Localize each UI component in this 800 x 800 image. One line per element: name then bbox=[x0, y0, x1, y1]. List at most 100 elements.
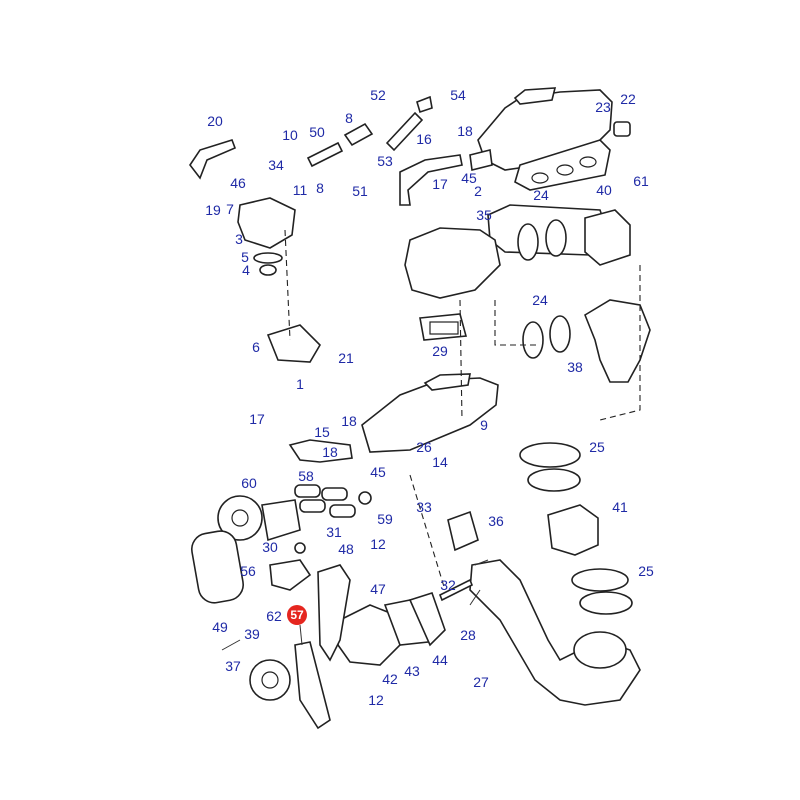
clamp-24c bbox=[522, 321, 544, 359]
part-label-42[interactable]: 42 bbox=[382, 671, 398, 687]
part-59 bbox=[358, 491, 372, 505]
part-label-52[interactable]: 52 bbox=[370, 87, 386, 103]
part-label-51[interactable]: 51 bbox=[352, 183, 368, 199]
part-label-25[interactable]: 25 bbox=[589, 439, 605, 455]
part-label-28[interactable]: 28 bbox=[460, 627, 476, 643]
part-label-4[interactable]: 4 bbox=[242, 262, 250, 278]
clamp-24b bbox=[545, 219, 567, 257]
part-label-6[interactable]: 6 bbox=[252, 339, 260, 355]
exhaust-pipe-28 bbox=[469, 559, 641, 706]
part-label-15[interactable]: 15 bbox=[314, 424, 330, 440]
part-label-2[interactable]: 2 bbox=[474, 183, 482, 199]
hose-40 bbox=[584, 209, 631, 266]
part-label-45[interactable]: 45 bbox=[370, 464, 386, 480]
part-label-24[interactable]: 24 bbox=[533, 187, 549, 203]
part-label-26[interactable]: 26 bbox=[416, 439, 432, 455]
part-label-1[interactable]: 1 bbox=[296, 376, 304, 392]
part-label-20[interactable]: 20 bbox=[207, 113, 223, 129]
part-label-31[interactable]: 31 bbox=[326, 524, 342, 540]
part-label-10[interactable]: 10 bbox=[282, 127, 298, 143]
thermostat-housing-7 bbox=[237, 197, 296, 249]
part-label-48[interactable]: 48 bbox=[338, 541, 354, 557]
part-label-43[interactable]: 43 bbox=[404, 663, 420, 679]
part-label-12[interactable]: 12 bbox=[370, 536, 386, 552]
part-31b bbox=[329, 504, 356, 518]
part-label-19[interactable]: 19 bbox=[205, 202, 221, 218]
part-label-11[interactable]: 11 bbox=[293, 182, 308, 198]
part-23 bbox=[613, 121, 631, 137]
part-label-45[interactable]: 45 bbox=[461, 170, 477, 186]
part-58b bbox=[321, 487, 348, 501]
gasket-29 bbox=[419, 313, 468, 341]
part-label-12[interactable]: 12 bbox=[368, 692, 384, 708]
part-label-33[interactable]: 33 bbox=[416, 499, 432, 515]
part-label-3[interactable]: 3 bbox=[235, 231, 243, 247]
part-label-59[interactable]: 59 bbox=[377, 511, 393, 527]
part-label-30[interactable]: 30 bbox=[262, 539, 278, 555]
part-label-7[interactable]: 7 bbox=[226, 201, 234, 217]
part-label-44[interactable]: 44 bbox=[432, 652, 448, 668]
pulley-60 bbox=[217, 495, 263, 541]
part-label-25[interactable]: 25 bbox=[638, 563, 654, 579]
clamp-8 bbox=[343, 122, 374, 147]
part-label-50[interactable]: 50 bbox=[309, 124, 325, 140]
clamp-24d bbox=[549, 315, 571, 353]
part-label-23[interactable]: 23 bbox=[595, 99, 611, 115]
part-label-36[interactable]: 36 bbox=[488, 513, 504, 529]
water-pump-42 bbox=[337, 604, 401, 666]
part-label-16[interactable]: 16 bbox=[416, 131, 432, 147]
part-label-41[interactable]: 41 bbox=[612, 499, 628, 515]
belt-57 bbox=[294, 641, 331, 730]
part-label-18[interactable]: 18 bbox=[322, 444, 338, 460]
exhaust-manifold-lower bbox=[361, 377, 499, 453]
part-label-5[interactable]: 5 bbox=[241, 249, 249, 265]
riser-35 bbox=[404, 227, 501, 299]
part-label-21[interactable]: 21 bbox=[338, 350, 354, 366]
part-label-14[interactable]: 14 bbox=[432, 454, 448, 470]
part-label-62[interactable]: 62 bbox=[266, 608, 282, 624]
part-label-40[interactable]: 40 bbox=[596, 182, 612, 198]
part-label-46[interactable]: 46 bbox=[230, 175, 246, 191]
part-label-18[interactable]: 18 bbox=[457, 123, 473, 139]
part-58a bbox=[294, 484, 321, 498]
hose-13 bbox=[317, 564, 351, 662]
clamp-25a bbox=[519, 442, 581, 468]
hose-50 bbox=[306, 141, 344, 168]
bellows-41 bbox=[547, 504, 599, 556]
part-label-18[interactable]: 18 bbox=[341, 413, 357, 429]
part-label-54[interactable]: 54 bbox=[450, 87, 466, 103]
part-label-53[interactable]: 53 bbox=[377, 153, 393, 169]
part-label-22[interactable]: 22 bbox=[620, 91, 636, 107]
part-30 bbox=[294, 542, 306, 554]
part-31a bbox=[299, 499, 326, 513]
part-label-17[interactable]: 17 bbox=[432, 176, 448, 192]
part-label-58[interactable]: 58 bbox=[298, 468, 314, 484]
part-label-37[interactable]: 37 bbox=[225, 658, 241, 674]
part-label-61[interactable]: 61 bbox=[633, 173, 649, 189]
part-label-9[interactable]: 9 bbox=[480, 417, 488, 433]
part-label-38[interactable]: 38 bbox=[567, 359, 583, 375]
part-label-35[interactable]: 35 bbox=[476, 207, 492, 223]
part-label-39[interactable]: 39 bbox=[244, 626, 260, 642]
part-label-47[interactable]: 47 bbox=[370, 581, 386, 597]
plate-44 bbox=[408, 592, 446, 647]
highlight-circle bbox=[287, 605, 307, 625]
part-label-57[interactable]: 57 bbox=[290, 608, 304, 622]
part-54 bbox=[416, 95, 433, 114]
clamp-25c bbox=[571, 568, 629, 592]
part-label-8[interactable]: 8 bbox=[345, 110, 353, 126]
part-label-8[interactable]: 8 bbox=[316, 180, 324, 196]
part-label-29[interactable]: 29 bbox=[432, 343, 448, 359]
part-label-60[interactable]: 60 bbox=[241, 475, 257, 491]
part-label-17[interactable]: 17 bbox=[249, 411, 265, 427]
part-label-56[interactable]: 56 bbox=[240, 563, 256, 579]
part-label-32[interactable]: 32 bbox=[440, 577, 456, 593]
hose-52 bbox=[385, 111, 424, 152]
part-label-27[interactable]: 27 bbox=[473, 674, 489, 690]
part-label-49[interactable]: 49 bbox=[212, 619, 228, 635]
hose-15 bbox=[288, 439, 353, 463]
part-label-34[interactable]: 34 bbox=[268, 157, 284, 173]
part-label-24[interactable]: 24 bbox=[532, 292, 548, 308]
